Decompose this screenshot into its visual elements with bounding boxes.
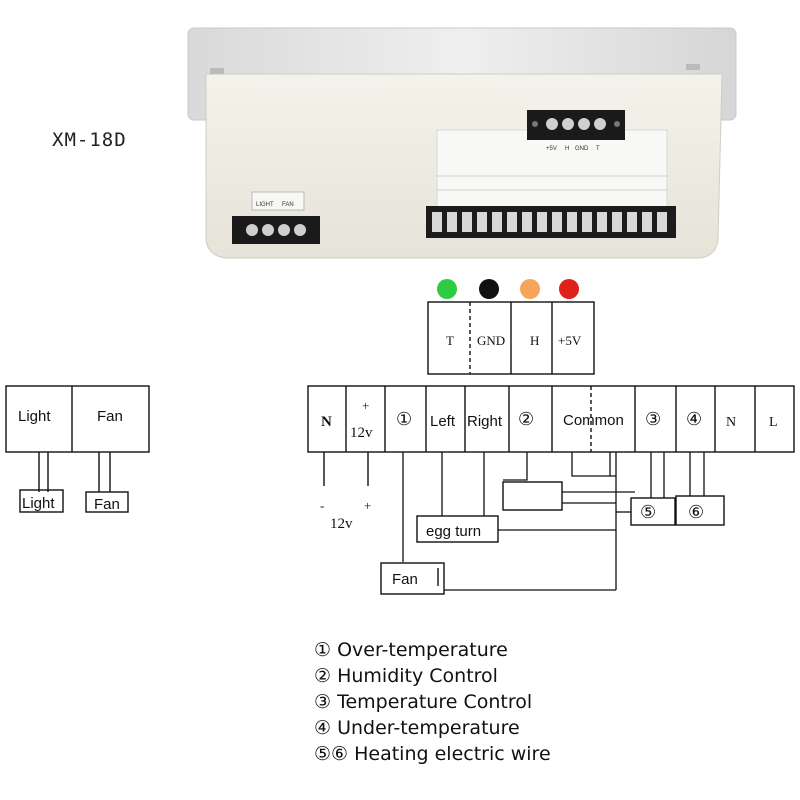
terminal-common: Common	[563, 412, 624, 429]
legend-item-5: ⑤⑥ Heating electric wire	[314, 743, 551, 765]
top-terminal-label-1: H	[565, 146, 569, 152]
sensor-color-dots	[437, 279, 579, 299]
model-name: XM-18D	[52, 129, 127, 151]
legend-item-3: ③ Temperature Control	[314, 691, 533, 713]
top-terminal-block	[527, 110, 625, 140]
fan-label: Fan	[392, 571, 418, 588]
strip-terminal	[582, 212, 592, 232]
left-cell-light: Light	[18, 408, 51, 425]
strip-terminal	[432, 212, 442, 232]
strip-terminal	[537, 212, 547, 232]
sensor-dot-orange	[520, 279, 540, 299]
sensor-dot-red	[559, 279, 579, 299]
left-terminal-label-0: LIGHT	[256, 202, 274, 208]
strip-terminal	[447, 212, 457, 232]
fan-load-label: Fan	[94, 496, 120, 513]
power-voltage: 12v	[330, 516, 353, 532]
strip-terminal	[657, 212, 667, 232]
legend-item-1: ① Over-temperature	[314, 639, 508, 661]
fan-box	[380, 562, 445, 595]
strip-terminal	[492, 212, 502, 232]
top-terminal-label-0: +5V	[546, 146, 557, 152]
top-terminal-label-3: T	[596, 146, 600, 152]
light-load-label: Light	[22, 495, 55, 512]
terminal-n-left: N	[321, 414, 332, 430]
strip-terminal	[597, 212, 607, 232]
terminal-12v: 12v	[350, 425, 373, 441]
left-terminal-block	[232, 216, 320, 244]
heater-5-box	[630, 497, 676, 526]
terminal-right: Right	[467, 413, 503, 430]
strip-terminal	[507, 212, 517, 232]
left-sticker	[251, 191, 305, 211]
top-terminal-label-2: GND	[575, 146, 589, 152]
light-load-box	[19, 489, 64, 513]
left-cell-fan: Fan	[97, 408, 123, 425]
strip-terminal	[477, 212, 487, 232]
heater-6-box	[675, 495, 725, 526]
terminal-l: L	[769, 415, 778, 430]
left-connector	[5, 385, 150, 453]
sensor-pin-gnd: GND	[477, 333, 505, 348]
terminal-1: ①	[396, 409, 412, 429]
sensor-pin-h: H	[530, 333, 539, 348]
fan-load-box	[85, 491, 129, 513]
egg-turn-box	[416, 515, 499, 543]
sensor-dot-green	[437, 279, 457, 299]
legend-item-4: ④ Under-temperature	[314, 717, 520, 739]
strip-terminal	[642, 212, 652, 232]
left-terminal-label-1: FAN	[282, 202, 294, 208]
heater-5-label: ⑤	[640, 502, 656, 522]
main-terminal-row	[307, 385, 795, 453]
strip-terminal	[567, 212, 577, 232]
terminal-n-right: N	[726, 415, 736, 430]
strip-terminal	[462, 212, 472, 232]
strip-terminal	[612, 212, 622, 232]
sensor-pin-5v: +5V	[558, 333, 582, 348]
sensor-connector	[427, 301, 595, 375]
terminal-2: ②	[518, 409, 534, 429]
main-terminal-strip	[426, 206, 676, 238]
heater-6-label: ⑥	[688, 502, 704, 522]
legend-item-2: ② Humidity Control	[314, 665, 498, 687]
terminal-3: ③	[645, 409, 661, 429]
strip-terminal	[522, 212, 532, 232]
wiring-lines	[402, 452, 705, 591]
strip-terminal	[552, 212, 562, 232]
sensor-dot-black	[479, 279, 499, 299]
sensor-pin-t: T	[446, 333, 454, 348]
egg-turn-label: egg turn	[426, 523, 481, 540]
humidity-relay-box	[502, 481, 563, 511]
strip-terminal	[627, 212, 637, 232]
controller-photo: +5V H GND T LIGHT FAN	[187, 27, 737, 259]
terminal-left: Left	[430, 413, 456, 430]
terminal-4: ④	[686, 409, 702, 429]
terminal-12v-plus: +	[362, 398, 369, 413]
power-plus: +	[364, 498, 371, 513]
legend: ① Over-temperature ② Humidity Control ③ …	[314, 637, 551, 767]
power-minus: -	[320, 498, 324, 513]
